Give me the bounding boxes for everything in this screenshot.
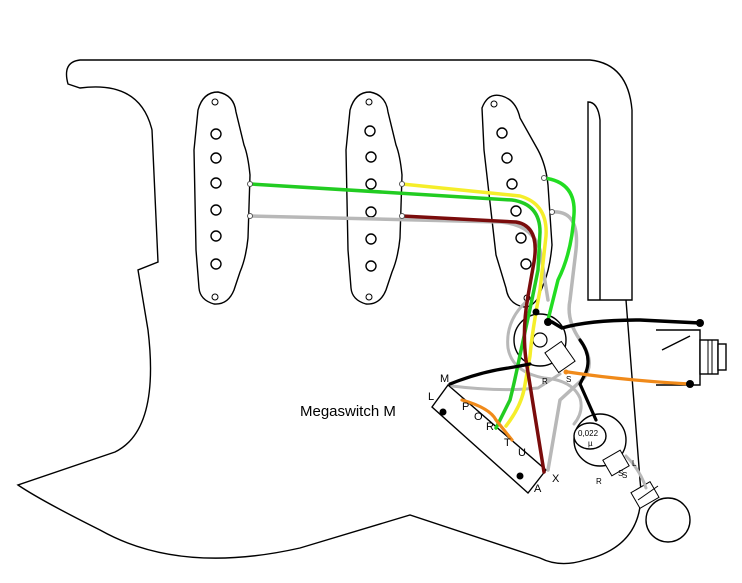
switch-title: Megaswitch M	[300, 403, 396, 420]
wire-black-pot	[578, 338, 598, 422]
pot2-lug-s: S	[618, 469, 623, 478]
lug-label-a: A	[534, 483, 542, 495]
wire-orange-jack	[566, 370, 692, 386]
pot2-lug-l: L	[632, 459, 637, 468]
wire-green-neck	[248, 182, 542, 430]
wire-green-bridge	[542, 176, 576, 322]
pickup-neck	[193, 91, 251, 305]
pot-2	[573, 413, 630, 477]
output-jack	[656, 329, 727, 386]
wire-maroon	[400, 214, 546, 474]
lug-label-r: R	[486, 421, 494, 433]
lug-label-t: T	[504, 437, 511, 449]
capacitor-unit: µ	[588, 439, 593, 448]
pot1-lug-s: S	[566, 375, 571, 384]
wire-black-jack	[550, 318, 702, 330]
pot1-lug-r: R	[542, 377, 548, 386]
wire-black-switch	[448, 362, 532, 386]
solder-points	[247, 175, 704, 480]
wire-yellow	[400, 182, 548, 428]
capacitor-value: 0,022	[578, 429, 599, 438]
lug-label-u: U	[518, 447, 526, 459]
pickguard-outline	[16, 59, 642, 565]
pot3-lug-s: S	[622, 471, 627, 480]
lug-label-x: X	[552, 473, 560, 485]
wire-gray-loop	[506, 298, 583, 426]
pickup-middle	[345, 91, 403, 305]
lug-label-l: L	[428, 391, 434, 403]
lug-label-o: O	[474, 411, 483, 423]
wire-gray-pot3	[624, 454, 648, 490]
lug-label-p: P	[462, 401, 469, 413]
lug-label-m: M	[440, 373, 449, 385]
wire-orange-switch	[460, 398, 514, 442]
pot3-lug-r: R	[596, 477, 602, 486]
pot-3	[630, 481, 691, 543]
megaswitch	[431, 383, 547, 495]
wire-gray-switch	[450, 372, 562, 392]
